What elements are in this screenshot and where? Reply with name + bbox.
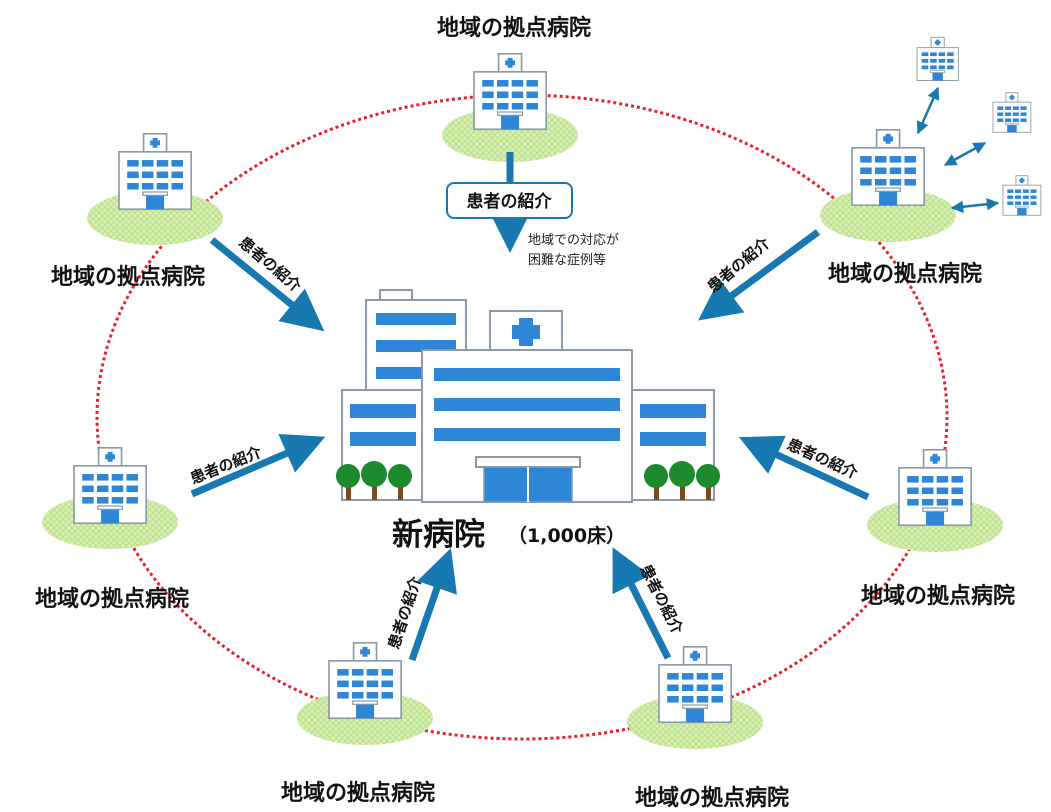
central-hospital-beds: （1,000床） bbox=[508, 524, 625, 547]
satellite-clinics bbox=[916, 36, 1042, 216]
central-hospital-building bbox=[336, 289, 720, 503]
regional-hospital-bottom-left bbox=[328, 641, 402, 720]
hospital-building-icon bbox=[851, 128, 925, 207]
referral-arrow-bottom-left bbox=[408, 548, 457, 662]
regional-hospital-label-bottom-right: 地域の拠点病院 bbox=[635, 785, 789, 811]
clinic-building-icon bbox=[992, 92, 1032, 133]
cross-icon bbox=[512, 318, 540, 346]
referral-box-label: 患者の紹介 bbox=[467, 191, 553, 212]
referral-arrow-bottom-right bbox=[612, 547, 672, 660]
regional-hospital-lower-right bbox=[898, 448, 972, 527]
central-hospital-name: 新病院 bbox=[392, 517, 485, 553]
regional-hospital-upper-left bbox=[118, 132, 192, 211]
regional-hospital-label-lower-left: 地域の拠点病院 bbox=[35, 586, 189, 612]
regional-hospital-label-top: 地域の拠点病院 bbox=[437, 15, 591, 41]
regional-hospital-upper-right bbox=[851, 128, 925, 207]
referral-label-bottom-right: 患者の紹介 bbox=[636, 562, 687, 638]
regional-hospital-top bbox=[473, 52, 547, 131]
referral-arrow-lower-right bbox=[738, 435, 870, 501]
hospital-building-icon bbox=[118, 132, 192, 211]
hospital-building-icon bbox=[328, 641, 402, 720]
hospital-building-icon bbox=[73, 446, 147, 525]
regional-hospital-label-upper-left: 地域の拠点病院 bbox=[51, 264, 205, 290]
tree-icon bbox=[336, 461, 412, 500]
note-line-2: 困難な症例等 bbox=[528, 252, 606, 268]
hospital-building-icon bbox=[898, 448, 972, 527]
regional-hospital-lower-left bbox=[73, 446, 147, 525]
hospital-building-icon bbox=[473, 52, 547, 131]
regional-hospital-label-upper-right: 地域の拠点病院 bbox=[828, 261, 982, 287]
regional-hospital-bottom-right bbox=[658, 645, 732, 724]
regional-hospital-label-lower-right: 地域の拠点病院 bbox=[861, 583, 1015, 609]
regional-hospital-label-bottom-left: 地域の拠点病院 bbox=[281, 780, 435, 806]
hospital-building-icon bbox=[658, 645, 732, 724]
tree-icon bbox=[644, 461, 720, 500]
clinic-building-icon bbox=[1002, 175, 1042, 216]
hospital-building-icon bbox=[336, 289, 720, 503]
referral-box bbox=[446, 182, 573, 219]
network-ring bbox=[95, 93, 949, 741]
referral-arrow-upper-right bbox=[698, 229, 821, 321]
referral-arrow-lower-left bbox=[190, 433, 326, 498]
clinic-building-icon bbox=[916, 36, 959, 82]
note-line-1: 地域での対応が bbox=[528, 233, 619, 248]
referral-arrow-upper-left bbox=[209, 237, 325, 332]
